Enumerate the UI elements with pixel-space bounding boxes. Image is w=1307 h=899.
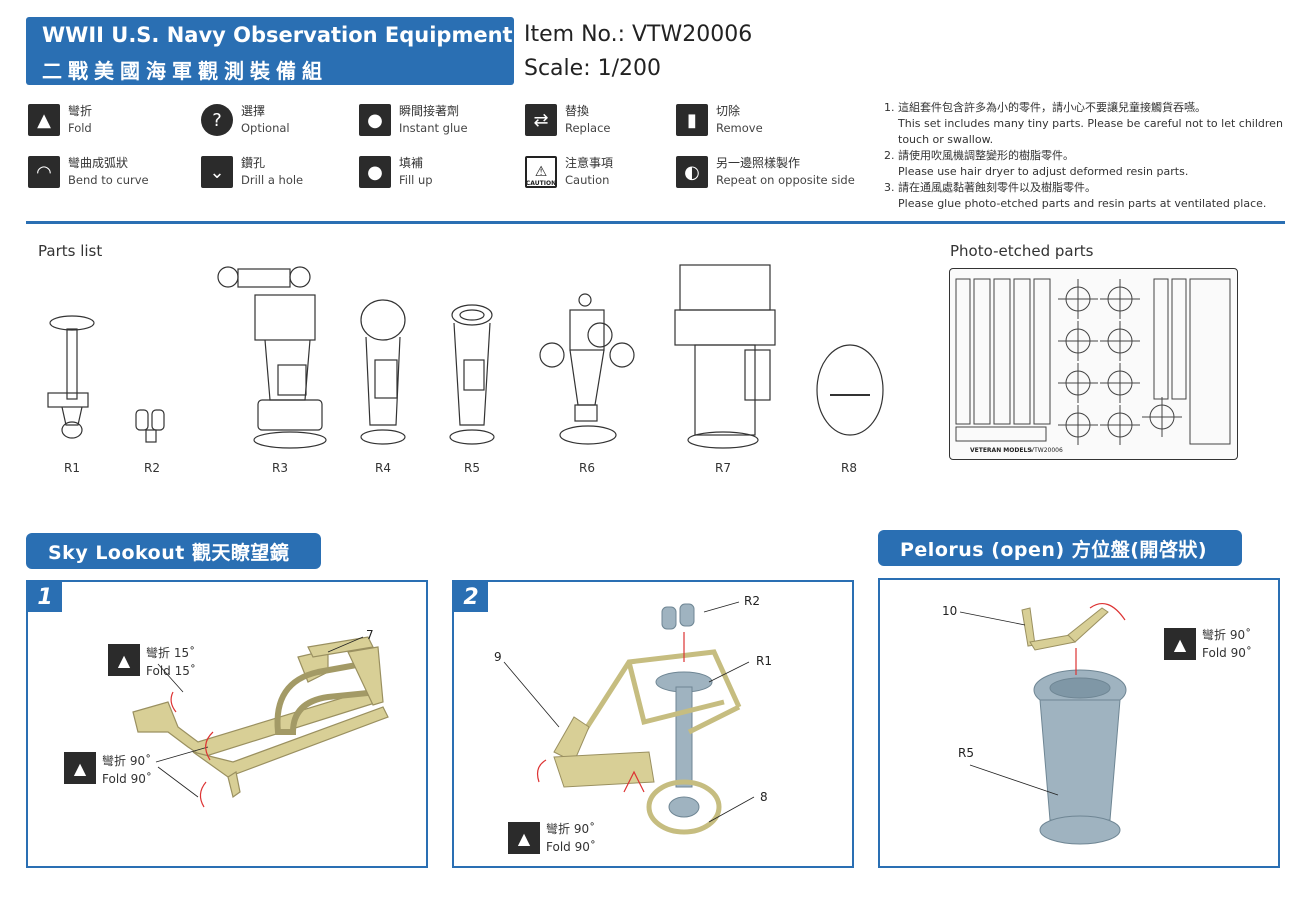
repeat-icon: ◐ — [676, 156, 708, 188]
header-title-box: WWII U.S. Navy Observation Equipment Set… — [26, 17, 559, 85]
brass-frame — [581, 649, 742, 835]
sky-lookout-frame — [132, 636, 389, 799]
step-2-fold-en: Fold 90˚ — [546, 840, 596, 854]
section-divider — [26, 221, 1285, 224]
glue-icon: ● — [359, 104, 391, 136]
fold-15-zh: 彎折 15˚ — [146, 646, 196, 660]
pelorus-stand — [1033, 669, 1127, 845]
fold-arrows — [170, 691, 214, 808]
fold-90-zh: 彎折 90˚ — [102, 754, 152, 768]
step-2-number: 2 — [454, 582, 488, 612]
parts-drawings — [47, 264, 884, 449]
pelorus-callout-r5: R5 — [958, 746, 974, 760]
safety-notes: 1. 這組套件包含許多為小的零件，請小心不要讓兒童接觸貨吞嚥。 This set… — [884, 101, 1283, 210]
legend-caution: ⚠ CAUTION 注意事項 Caution — [525, 156, 614, 188]
pelorus-panel: 10 R5 ▲ 彎折 90˚ Fold 90˚ — [878, 578, 1280, 868]
pelorus-arrows — [1075, 602, 1126, 675]
part-r4-drawing — [360, 299, 406, 445]
part-label-r1: R1 — [64, 461, 80, 475]
seat-plate — [553, 716, 655, 788]
pelorus-leaders — [959, 611, 1059, 796]
fret-brand: VETERAN MODELS — [970, 447, 1032, 454]
step-1-leaders — [155, 636, 364, 798]
part-label-r5: R5 — [464, 461, 480, 475]
assembly-arrows — [536, 632, 685, 793]
legend-remove: ▮ 切除 Remove — [676, 102, 836, 142]
step-1-number: 1 — [28, 582, 62, 612]
legend-fold: ▲ 彎折 Fold — [28, 102, 188, 142]
step-2-leaders — [503, 601, 755, 823]
step-2-panel: 2 R2 R1 9 — [452, 580, 854, 868]
legend-replace: ⇄ 替換 Replace — [525, 102, 685, 142]
replace-icon: ⇄ — [525, 104, 557, 136]
drill-icon: ⌄ — [201, 156, 233, 188]
pelorus-header: Pelorus (open) 方位盤(開啓狀) — [878, 530, 1242, 566]
scale: Scale: 1/200 — [524, 56, 661, 81]
pelorus-fold-en: Fold 90˚ — [1202, 646, 1252, 660]
fold-icon: ▲ — [1164, 628, 1196, 660]
part-label-r2: R2 — [144, 461, 160, 475]
photo-etched-title: Photo-etched parts — [950, 242, 1094, 260]
step-1-drawing — [132, 636, 389, 808]
part-r6-drawing — [539, 293, 635, 445]
item-number: Item No.: VTW20006 — [524, 22, 753, 47]
title-zh: 二戰美國海軍觀測裝備組 — [42, 59, 328, 83]
step-2-callout-r2: R2 — [744, 594, 760, 608]
legend-instant-glue: ● 瞬間接著劑 Instant glue — [359, 102, 519, 142]
fill-icon: ● — [359, 156, 391, 188]
fold-icon: ▲ — [508, 822, 540, 854]
pelorus-callout-10: 10 — [942, 604, 958, 618]
part-r5-drawing — [449, 304, 495, 445]
step-1-panel: 1 7 ▲ 彎折 15˚ Fold 15˚ ▲ 彎折 90˚ Fold — [26, 580, 428, 868]
step-1-callout-7: 7 — [366, 628, 374, 642]
part-label-r7: R7 — [715, 461, 731, 475]
sky-lookout-header: Sky Lookout 觀天瞭望鏡 — [26, 533, 321, 569]
fold-icon: ▲ — [108, 644, 140, 676]
step-2-callout-9: 9 — [494, 650, 502, 664]
photo-etched-fret: VETERAN MODELS VTW20006 — [949, 268, 1238, 460]
legend-drill: ⌄ 鑽孔 Drill a hole — [201, 154, 361, 194]
part-label-r6: R6 — [579, 461, 595, 475]
part-r1-drawing — [47, 315, 95, 439]
fret-wheels — [1058, 279, 1182, 445]
legend-fill: ● 填補 Fill up — [359, 154, 519, 194]
legend-bend-curve: ◠ 彎曲成弧狀 Bend to curve — [28, 154, 188, 194]
pelorus-drawing — [959, 602, 1127, 845]
part-label-r8: R8 — [841, 461, 857, 475]
legend-repeat: ◐ 另一邊照樣製作 Repeat on opposite side — [676, 154, 855, 194]
part-r7-drawing — [674, 264, 776, 449]
caution-icon: ⚠ — [525, 156, 557, 188]
part-r3-drawing — [217, 266, 327, 449]
fold-90-en: Fold 90˚ — [102, 772, 152, 786]
pelorus-sight — [1021, 607, 1109, 651]
step-2-drawing — [503, 601, 755, 835]
step-2-callout-r1: R1 — [756, 654, 772, 668]
question-icon: ? — [201, 104, 233, 136]
fret-columns — [955, 278, 1231, 445]
fold-icon: ▲ — [28, 104, 60, 136]
bend-curve-icon: ◠ — [28, 156, 60, 188]
part-label-r3: R3 — [272, 461, 288, 475]
part-r2-drawing — [135, 409, 165, 443]
parts-list-title: Parts list — [38, 242, 103, 260]
fret-code: VTW20006 — [1030, 447, 1063, 454]
fold-icon: ▲ — [64, 752, 96, 784]
part-r8-drawing — [816, 344, 884, 436]
part-label-r4: R4 — [375, 461, 391, 475]
remove-icon: ▮ — [676, 104, 708, 136]
title-en: WWII U.S. Navy Observation Equipment Set — [42, 23, 560, 47]
fold-15-en: Fold 15˚ — [146, 664, 196, 678]
step-2-fold-zh: 彎折 90˚ — [546, 822, 596, 836]
step-2-callout-8: 8 — [760, 790, 768, 804]
legend-optional: ? 選擇 Optional — [201, 102, 361, 142]
pelorus-fold-zh: 彎折 90˚ — [1202, 628, 1252, 642]
